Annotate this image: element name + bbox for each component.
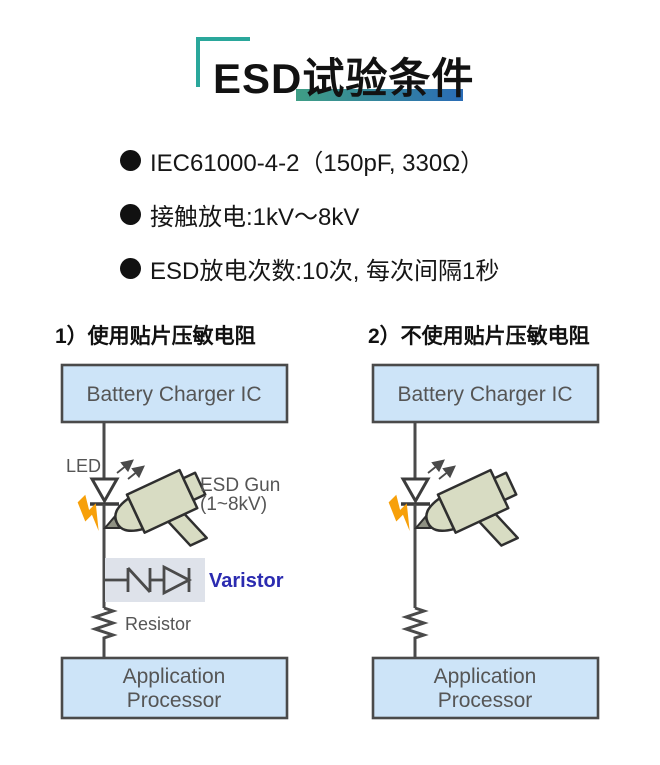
page-title: ESD试验条件 [213, 55, 475, 102]
led-emission-arrow-icon [116, 459, 134, 474]
circuit-diagram-with-varistor: Battery Charger IC LED ESD Gun (1~8kV) [60, 363, 289, 720]
title-corner-bracket-horizontal [196, 37, 250, 41]
bullet-dot-icon [120, 149, 141, 171]
led-diode-icon [89, 477, 120, 505]
title-corner-bracket-vertical [196, 37, 200, 87]
bullet-dot-icon [120, 257, 141, 279]
esd-gun-nose [114, 496, 145, 532]
bullet-item-discharge-count: ESD放电次数:10次, 每次间隔1秒 [120, 254, 499, 285]
led-diode-icon [400, 477, 431, 505]
resistor-label: Resistor [125, 614, 191, 634]
application-processor-box [60, 656, 289, 720]
section-heading-without-varistor: 2）不使用贴片压敏电阻 [368, 325, 590, 348]
led-emission-arrow-icon [427, 459, 445, 474]
battery-charger-ic-label: Battery Charger IC [86, 383, 261, 406]
lightning-bolt-icon [77, 494, 99, 532]
esd-gun-icon [413, 468, 519, 547]
circuit-diagram-without-varistor: Battery Charger IC Application Processor [371, 363, 600, 720]
bullet-item-standard: IEC61000-4-2（150pF, 330Ω） [120, 146, 484, 177]
application-processor-label-line1: Application [123, 665, 226, 688]
application-processor-box [371, 656, 600, 720]
varistor-label: Varistor [209, 570, 284, 592]
esd-gun-label-line1: ESD Gun [200, 475, 280, 496]
resistor-symbol [401, 606, 429, 658]
bullet-item-contact-discharge: 接触放电:1kV～8kV [120, 200, 359, 231]
led-emission-arrow-icon [438, 465, 456, 480]
application-processor-label-line2: Processor [438, 689, 533, 712]
bullet-text: 接触放电:1kV～8kV [150, 203, 360, 231]
esd-gun-label-line2: (1~8kV) [200, 494, 267, 515]
bullet-text: IEC61000-4-2（150pF, 330Ω） [150, 149, 485, 177]
battery-charger-ic-box [371, 363, 600, 424]
led-label: LED [66, 456, 101, 476]
lightning-bolt-icon [388, 494, 410, 532]
esd-gun-butt [493, 471, 518, 502]
bullet-text: ESD放电次数:10次, 每次间隔1秒 [150, 257, 500, 285]
led-emission-arrow-icon [127, 465, 145, 480]
application-processor-label-line2: Processor [127, 689, 222, 712]
esd-gun-butt [182, 471, 207, 502]
bullet-dot-icon [120, 203, 141, 225]
battery-charger-ic-box [60, 363, 289, 424]
esd-gun-nose [425, 496, 456, 532]
section-heading-with-varistor: 1）使用贴片压敏电阻 [55, 325, 256, 348]
title-underline-gradient [296, 89, 463, 101]
application-processor-label-line1: Application [434, 665, 537, 688]
esd-gun-icon [102, 468, 208, 547]
varistor-symbol [104, 564, 193, 596]
battery-charger-ic-label: Battery Charger IC [397, 383, 572, 406]
resistor-symbol [90, 606, 118, 658]
